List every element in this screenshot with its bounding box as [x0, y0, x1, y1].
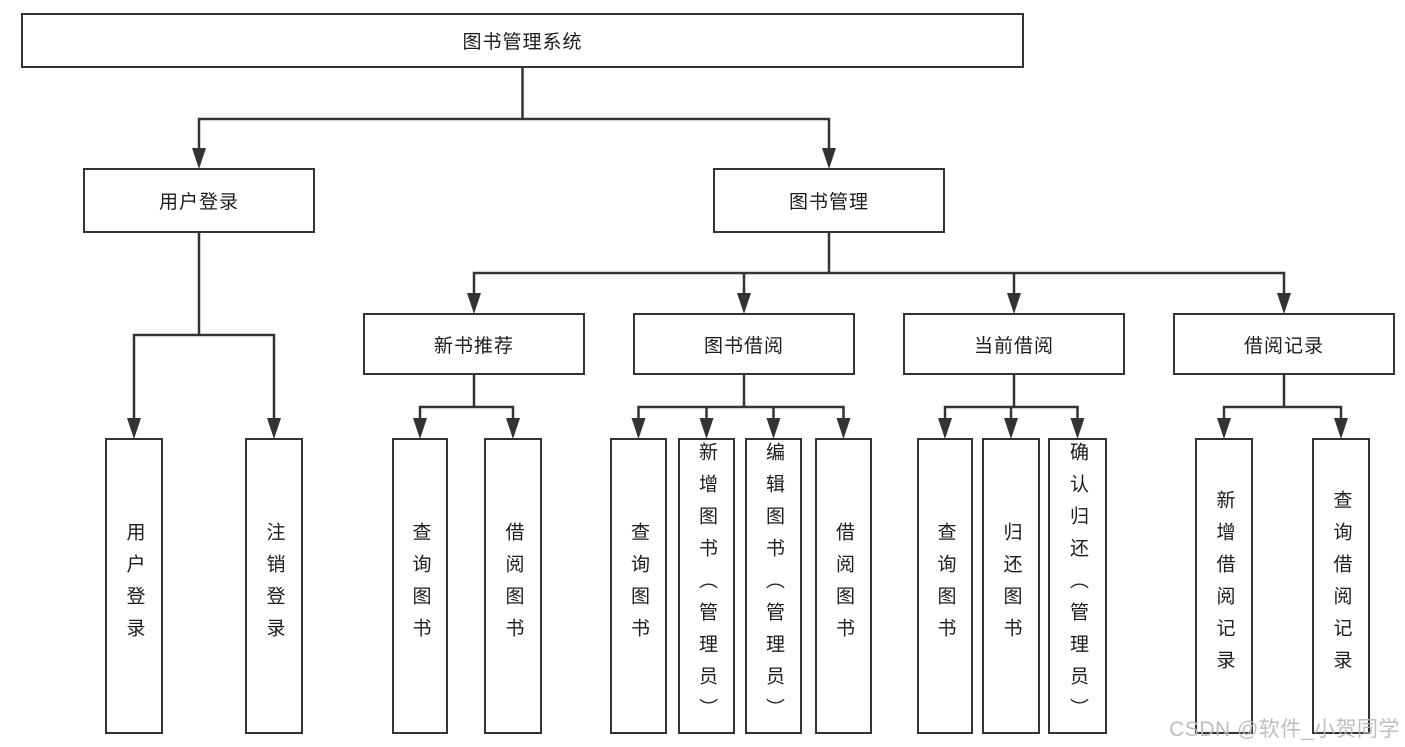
- node-label-nbr-borrow: 借阅图书: [502, 522, 524, 650]
- node-current-borrow: 当前借阅: [903, 313, 1125, 375]
- node-book-borrow: 图书借阅: [633, 313, 855, 375]
- node-nbr-query: 查询图书: [392, 438, 448, 734]
- node-label-current-borrow: 当前借阅: [973, 335, 1054, 357]
- node-ul-logout: 注销登录: [245, 438, 303, 734]
- node-root: 图书管理系统: [21, 13, 1024, 68]
- node-user-login: 用户登录: [83, 168, 315, 233]
- node-label-bb-edit: 编辑图书（管理员）: [763, 442, 784, 730]
- node-cb-confirm: 确认归还（管理员）: [1048, 438, 1107, 734]
- node-cb-query: 查询图书: [917, 438, 973, 734]
- node-label-cb-confirm: 确认归还（管理员）: [1067, 442, 1088, 730]
- node-label-bb-query: 查询图书: [628, 522, 649, 650]
- node-label-nbr-query: 查询图书: [409, 522, 431, 650]
- node-book-mgmt: 图书管理: [713, 168, 945, 233]
- node-label-cb-return: 归还图书: [1000, 522, 1022, 650]
- node-label-borrow-record: 借阅记录: [1243, 335, 1324, 357]
- node-bb-query: 查询图书: [610, 438, 667, 734]
- node-label-cb-query: 查询图书: [934, 522, 956, 650]
- node-label-book-mgmt: 图书管理: [788, 192, 869, 213]
- node-label-user-login: 用户登录: [158, 192, 239, 213]
- node-bb-edit: 编辑图书（管理员）: [745, 438, 802, 734]
- node-label-book-borrow: 图书借阅: [703, 335, 784, 357]
- node-label-new-book-rec: 新书推荐: [433, 335, 514, 357]
- node-borrow-record: 借阅记录: [1173, 313, 1395, 375]
- node-new-book-rec: 新书推荐: [363, 313, 585, 375]
- node-label-root: 图书管理系统: [462, 32, 583, 53]
- node-label-br-query: 查询借阅记录: [1330, 490, 1352, 682]
- node-label-bb-add: 新增图书（管理员）: [696, 442, 717, 730]
- node-label-bb-borrow: 借阅图书: [833, 522, 854, 650]
- node-br-add: 新增借阅记录: [1195, 438, 1253, 734]
- node-label-ul-logout: 注销登录: [263, 522, 285, 650]
- node-cb-return: 归还图书: [982, 438, 1040, 734]
- node-ul-login: 用户登录: [105, 438, 163, 734]
- node-bb-borrow: 借阅图书: [815, 438, 872, 734]
- node-label-br-add: 新增借阅记录: [1213, 490, 1235, 682]
- node-label-ul-login: 用户登录: [123, 522, 145, 650]
- node-br-query: 查询借阅记录: [1312, 438, 1370, 734]
- node-nbr-borrow: 借阅图书: [484, 438, 542, 734]
- node-bb-add: 新增图书（管理员）: [678, 438, 735, 734]
